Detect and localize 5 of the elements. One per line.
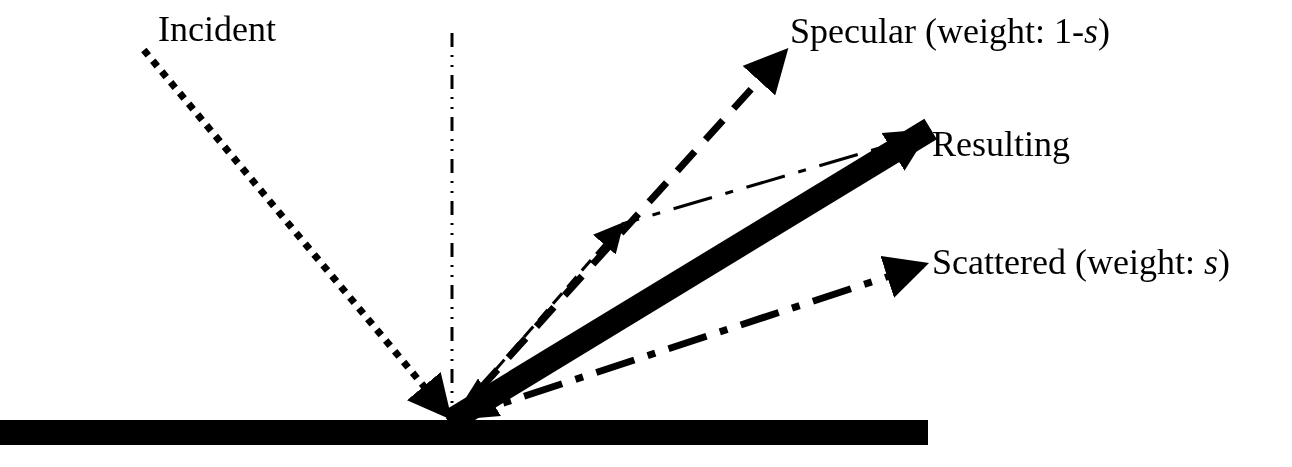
vector-label: Specular (weight: 1-s) (790, 12, 1110, 52)
surface-bar (0, 420, 928, 445)
vector-label: Scattered (weight: s) (932, 243, 1230, 283)
vector-label: Resulting (932, 125, 1070, 165)
vector-label: Incident (158, 10, 276, 50)
